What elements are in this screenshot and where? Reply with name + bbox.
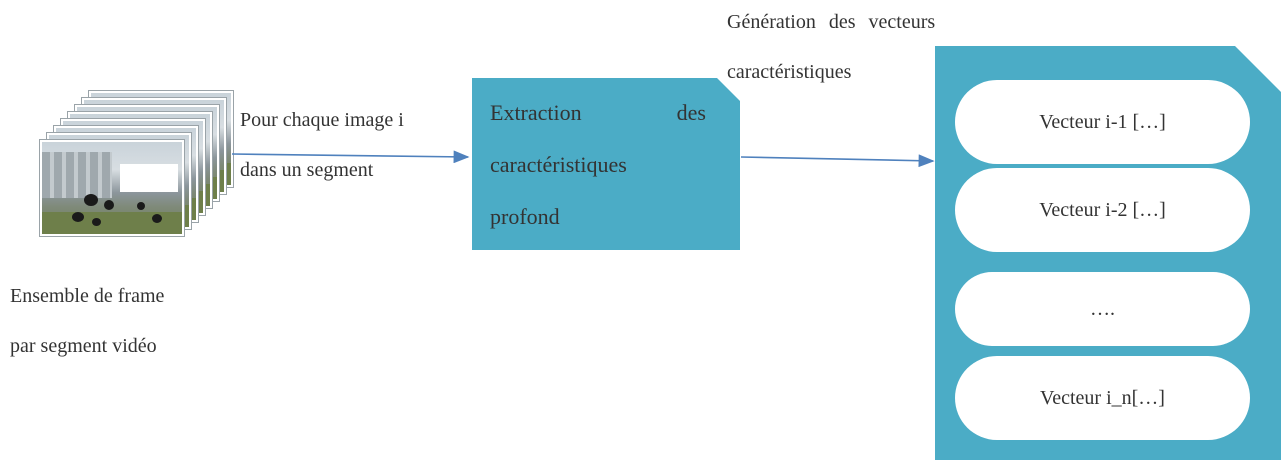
vector-item: Vecteur i_n[…] [955,356,1250,440]
vector-item: …. [955,272,1250,346]
vector-item-label: Vecteur i-1 […] [1039,110,1166,133]
mask-blob [84,194,98,206]
generation-label-line1: Génération des vecteurs [727,11,936,33]
extraction-box: Extraction des caractéristiques profond [472,78,740,250]
extraction-line3: profond [490,204,560,229]
vector-item-label: …. [1090,297,1115,320]
extraction-word2: des [676,100,706,125]
arrow-extraction-to-vectors [740,154,935,168]
frames-caption-line2: par segment vidéo [10,335,157,357]
vector-item: Vecteur i-2 […] [955,168,1250,252]
vector-item: Vecteur i-1 […] [955,80,1250,164]
video-frame-stack [40,91,233,242]
frames-caption-line1: Ensemble de frame [10,285,165,307]
arrow-frames-to-extraction [231,150,470,164]
video-frame-thumbnail [40,140,184,236]
mask-blob [137,202,145,210]
mask-blob [72,212,84,222]
mask-blob [104,200,114,210]
vector-item-label: Vecteur i_n[…] [1040,386,1165,409]
mask-blob [92,218,101,226]
feature-vector-panel: Vecteur i-1 […] Vecteur i-2 […] …. Vecte… [935,46,1281,460]
vector-item-label: Vecteur i-2 […] [1039,198,1166,221]
edge-label-line2: dans un segment [240,159,374,181]
extraction-line2: caractéristiques [490,152,627,177]
mask-blob [152,214,162,223]
edge-label-line1: Pour chaque image i [240,109,404,131]
extraction-word1: Extraction [490,100,582,125]
generation-label-line2: caractéristiques [727,61,852,83]
